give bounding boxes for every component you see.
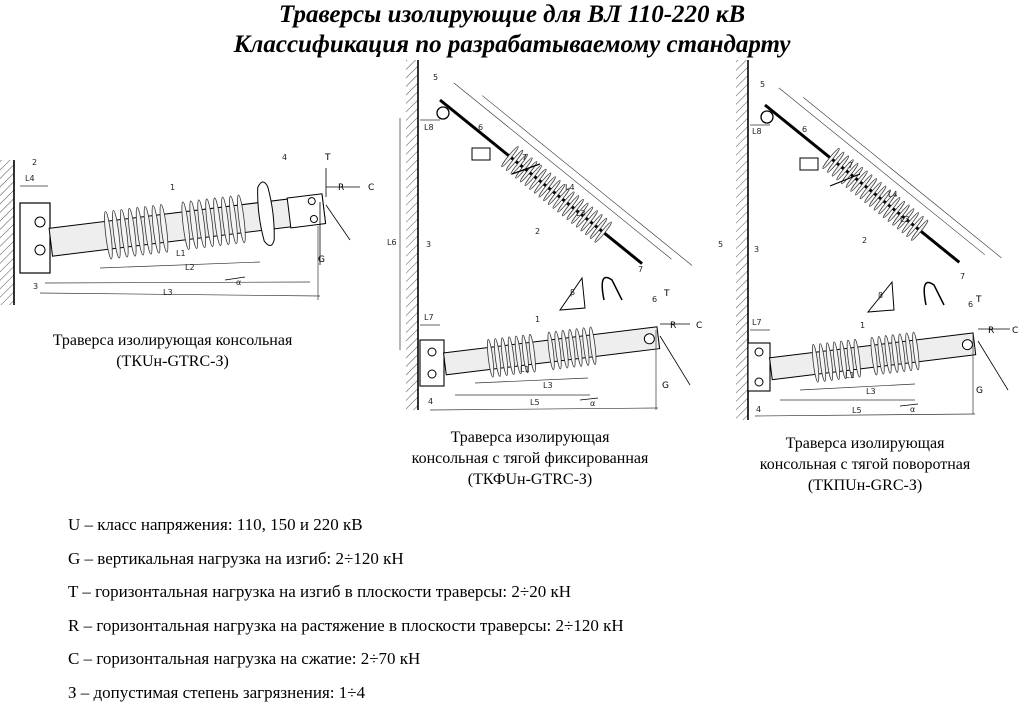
svg-text:L3: L3: [163, 288, 173, 297]
svg-text:R: R: [338, 183, 344, 193]
svg-text:3: 3: [426, 240, 431, 249]
svg-text:4: 4: [282, 153, 287, 162]
svg-text:L7: L7: [752, 318, 762, 327]
support-wall-hatch: [0, 160, 14, 305]
svg-text:5: 5: [760, 80, 765, 89]
legend-item-pollution: З – допустимая степень загрязнения: 1÷4: [68, 682, 366, 702]
svg-text:α: α: [590, 399, 595, 408]
svg-text:L4: L4: [565, 183, 575, 192]
svg-text:L3: L3: [543, 381, 553, 390]
svg-text:L1: L1: [845, 371, 855, 380]
svg-text:6: 6: [652, 295, 657, 304]
svg-text:R: R: [988, 326, 994, 336]
svg-text:G: G: [318, 255, 325, 265]
caption-drawing-3: Траверса изолирующая консольная с тягой …: [720, 433, 1010, 496]
svg-text:L5: L5: [852, 406, 862, 415]
svg-text:7: 7: [960, 272, 965, 281]
rotary-bracket: [747, 342, 771, 392]
svg-text:6: 6: [478, 123, 483, 132]
svg-text:6: 6: [802, 125, 807, 134]
svg-text:1: 1: [535, 315, 540, 324]
svg-text:L6: L6: [387, 238, 397, 247]
svg-text:2: 2: [535, 227, 540, 236]
arc-horn: [257, 181, 275, 247]
caption-line: консольная с тягой фиксированная: [411, 450, 649, 467]
svg-text:3: 3: [754, 245, 759, 254]
rod-insulator-sheds: [500, 145, 613, 244]
svg-text:2: 2: [862, 236, 867, 245]
legend-item-horizontal-bending: T – горизонтальная нагрузка на изгиб в п…: [68, 582, 571, 601]
svg-text:L1: L1: [520, 365, 530, 374]
svg-text:5: 5: [718, 240, 723, 249]
svg-text:L7: L7: [424, 313, 434, 322]
drawing-console-crossarm: 2 L4 1 4 L1 L2 L3 3 T R C G α: [0, 153, 374, 305]
page-title-line1: Траверсы изолирующие для ВЛ 110-220 кВ: [278, 1, 746, 28]
svg-text:α: α: [236, 278, 241, 287]
caption-line: консольная с тягой поворотная: [759, 456, 971, 473]
svg-text:β: β: [570, 288, 575, 297]
svg-text:L1: L1: [176, 249, 186, 258]
svg-text:1: 1: [170, 183, 175, 192]
caption-line: Траверса изолирующая консольная: [52, 332, 293, 349]
svg-text:L4: L4: [25, 174, 35, 183]
svg-text:T: T: [975, 295, 982, 305]
svg-text:L4: L4: [888, 190, 898, 199]
caption-code: (ТКПUн-GRC-З): [807, 477, 923, 494]
drawing-console-fixed-rod: 5 L8 6 7 L6 3 L4 L3 2 7 β 6 T L7 1 R C L…: [387, 60, 702, 411]
parameter-legend: U – класс напряжения: 110, 150 и 220 кВ …: [68, 512, 624, 713]
caption-code: (ТКФUн-GTRC-З): [467, 471, 593, 488]
svg-text:2: 2: [32, 158, 37, 167]
caption-line: Траверса изолирующая: [785, 435, 945, 452]
page-title-line2: Классификация по разрабатываемому станда…: [233, 31, 791, 58]
svg-text:α: α: [910, 405, 915, 414]
svg-text:7: 7: [848, 161, 853, 170]
svg-text:G: G: [976, 386, 983, 396]
svg-text:3: 3: [33, 282, 38, 291]
caption-line: Траверса изолирующая: [450, 429, 610, 446]
svg-text:T: T: [324, 153, 331, 163]
svg-text:L2: L2: [185, 263, 195, 272]
legend-item-tension: R – горизонтальная нагрузка на растяжени…: [68, 615, 624, 635]
svg-text:C: C: [696, 321, 702, 331]
svg-text:6: 6: [968, 300, 973, 309]
drawing-console-rotary-rod: 5 L8 6 7 5 3 L4 L3 2 7 β 6 T L7 1 R C L1…: [718, 60, 1018, 420]
caption-drawing-1: Траверса изолирующая консольная (ТКUн-GT…: [20, 330, 325, 372]
legend-item-compression: C – горизонтальная нагрузка на сжатие: 2…: [68, 649, 421, 668]
svg-text:5: 5: [433, 73, 438, 82]
svg-text:C: C: [368, 183, 374, 193]
mounting-bracket: [19, 202, 51, 274]
svg-text:L3: L3: [576, 209, 586, 218]
svg-text:T: T: [663, 289, 670, 299]
legend-item-voltage: U – класс напряжения: 110, 150 и 220 кВ: [68, 515, 363, 534]
mounting-bracket: [419, 339, 445, 387]
svg-text:C: C: [1012, 326, 1018, 336]
svg-text:R: R: [670, 321, 676, 331]
svg-text:7: 7: [522, 153, 527, 162]
svg-text:L3: L3: [866, 387, 876, 396]
svg-text:G: G: [662, 381, 669, 391]
caption-code: (ТКUн-GTRC-З): [116, 353, 229, 370]
caption-drawing-2: Траверса изолирующая консольная с тягой …: [380, 427, 680, 490]
svg-text:1: 1: [860, 321, 865, 330]
svg-text:L8: L8: [752, 127, 762, 136]
svg-text:L8: L8: [424, 123, 434, 132]
svg-text:4: 4: [756, 405, 761, 414]
svg-text:β: β: [878, 291, 883, 300]
svg-text:4: 4: [428, 397, 433, 406]
legend-item-vertical-load: G – вертикальная нагрузка на изгиб: 2÷12…: [68, 548, 404, 568]
svg-text:7: 7: [638, 265, 643, 274]
support-wall-hatch: [406, 60, 418, 410]
support-wall-hatch: [736, 60, 748, 420]
svg-text:L5: L5: [530, 398, 540, 407]
svg-text:L3: L3: [900, 215, 910, 224]
